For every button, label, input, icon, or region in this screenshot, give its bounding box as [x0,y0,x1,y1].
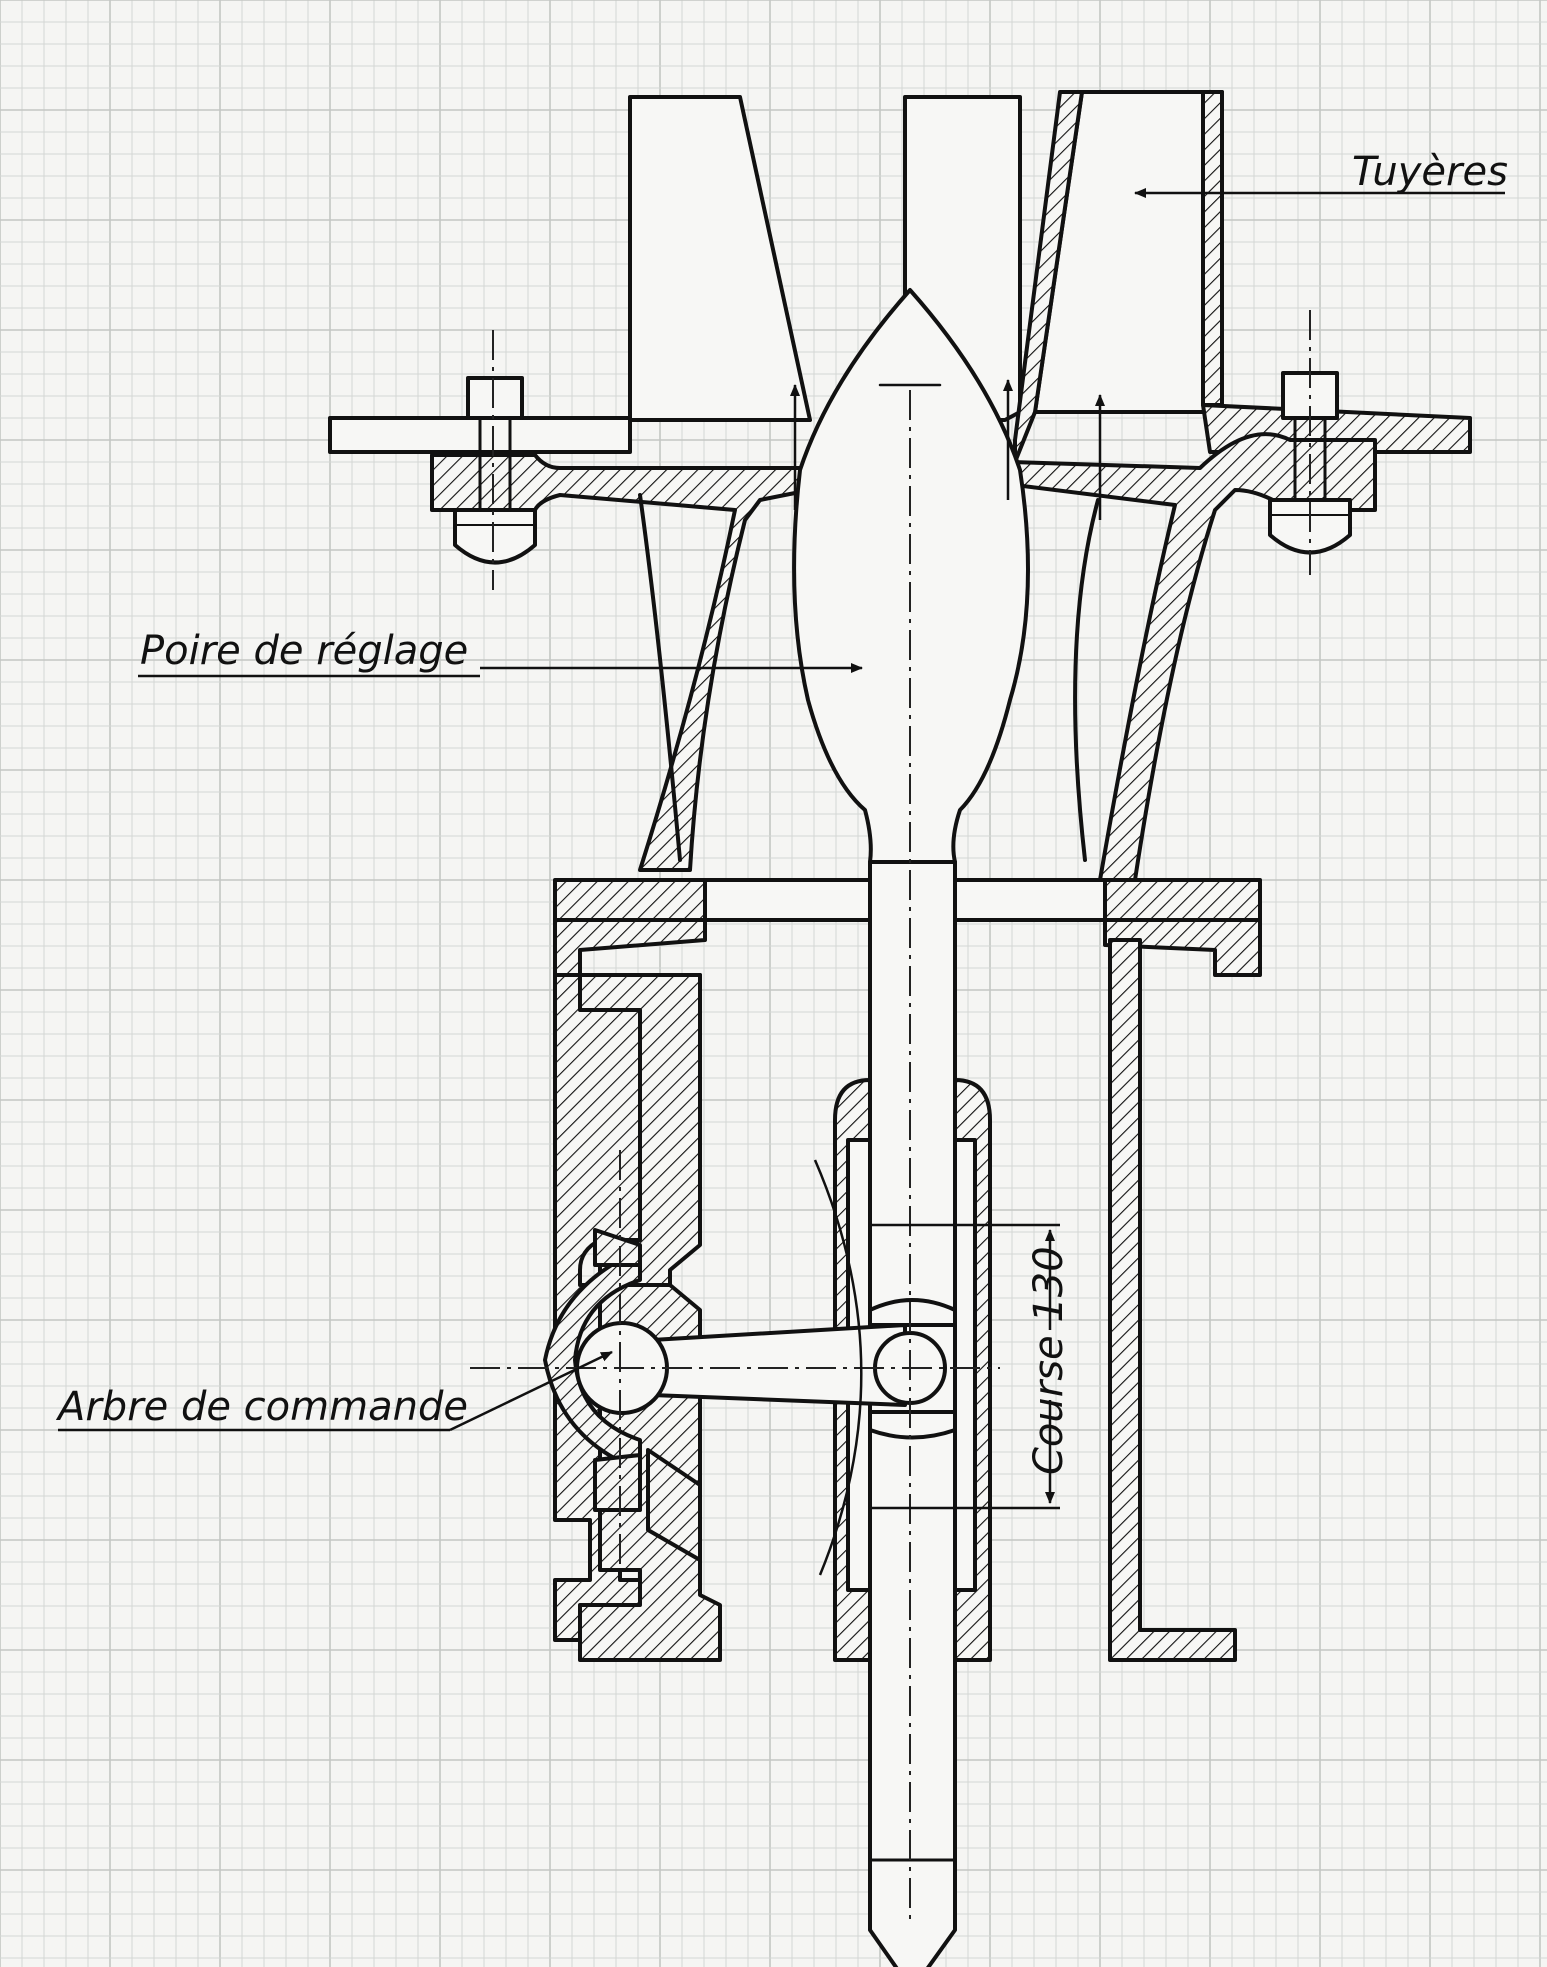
regulating-pear [792,288,1030,1967]
tuyeres-label: Tuyères [1352,149,1508,195]
stroke-dimension [870,1223,1060,1510]
flow-arrows [790,379,1105,520]
poire-label: Poire de réglage [140,628,468,674]
bolt-left [453,376,537,565]
label-tuyeres: Tuyères [1134,149,1508,198]
arbre-label: Arbre de commande [55,1384,468,1430]
axis-lines [470,310,1311,1920]
label-arbre: Arbre de commande [55,1350,613,1432]
label-poire: Poire de réglage [138,628,863,678]
stroke-arc [813,1159,863,1576]
control-shaft-housing [543,1228,702,1562]
course-label: Course 130 [1026,1246,1072,1475]
